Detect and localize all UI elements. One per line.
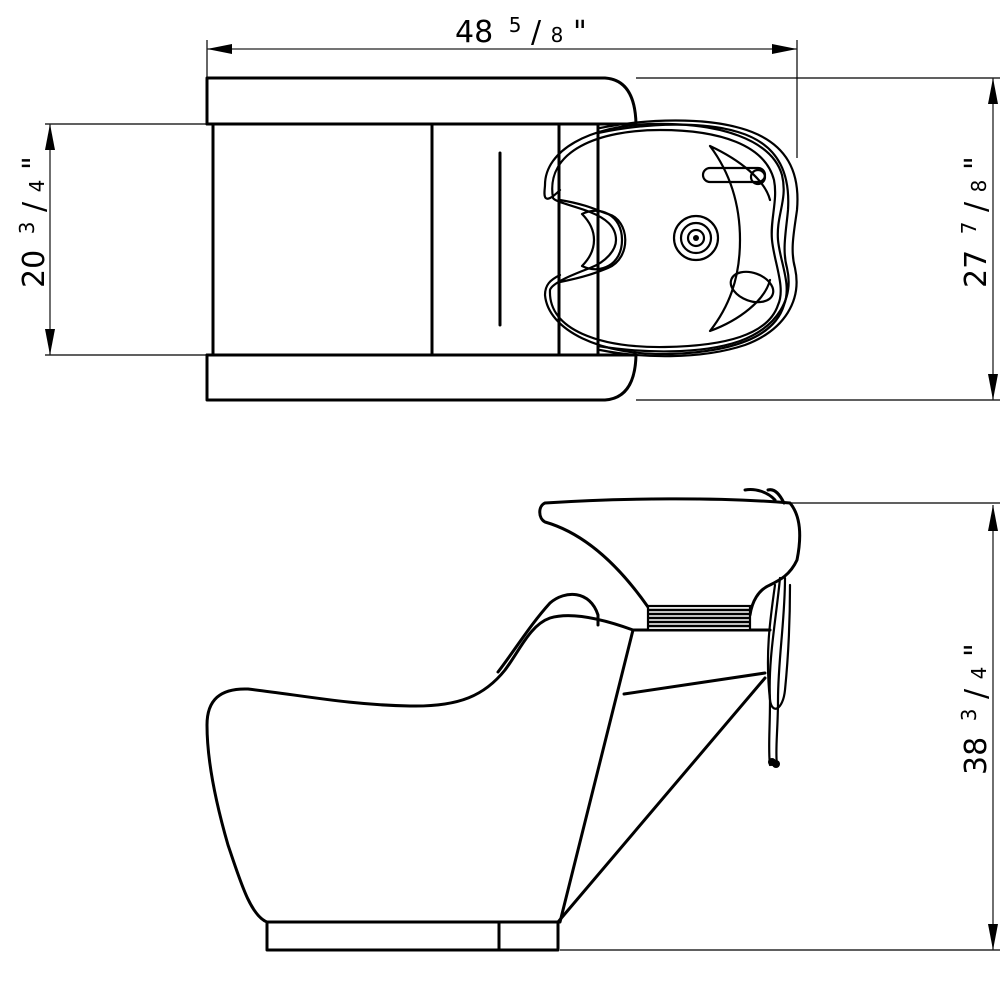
svg-text:27 7 / 8: 27 7 / 8 " bbox=[949, 156, 994, 288]
dimension-overall-length: 48 5 / 8 " bbox=[207, 5, 797, 54]
base-plinth bbox=[265, 920, 560, 952]
seat-block bbox=[205, 122, 602, 357]
hose-sprayer-icon bbox=[743, 488, 792, 768]
chair-body bbox=[205, 614, 635, 924]
basin-top-view bbox=[543, 119, 799, 358]
armrest-bottom bbox=[205, 353, 638, 402]
dimension-overall-width: 27 7 / 8 " bbox=[949, 78, 998, 400]
svg-text:48 5 / 8: 48 5 / 8 " bbox=[455, 5, 587, 50]
dimension-seat-width: 20 3 / 4 " bbox=[7, 124, 55, 355]
sprayer-icon bbox=[729, 270, 775, 304]
height-whole: 38 bbox=[959, 737, 994, 775]
length-whole: 48 bbox=[455, 15, 493, 50]
side-view bbox=[205, 488, 1000, 952]
width-whole: 27 bbox=[959, 250, 994, 288]
armrest-top bbox=[205, 76, 638, 126]
svg-text:38 3 / 4: 38 3 / 4 " bbox=[949, 643, 994, 775]
drain-outer-icon bbox=[672, 214, 720, 262]
bellows bbox=[646, 604, 752, 632]
svg-text:20 3 / 4: 20 3 / 4 " bbox=[7, 156, 52, 288]
top-view bbox=[45, 40, 1000, 402]
basin-side bbox=[538, 497, 802, 617]
dimension-overall-height: 38 3 / 4 " bbox=[949, 505, 998, 950]
seat-width-whole: 20 bbox=[17, 250, 52, 288]
